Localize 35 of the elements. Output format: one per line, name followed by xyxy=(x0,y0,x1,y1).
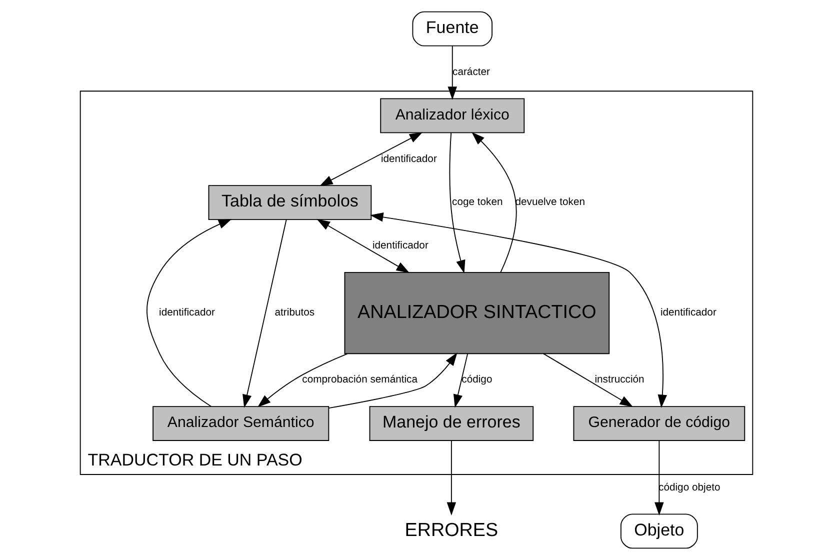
arrow xyxy=(471,132,516,273)
node-box: Analizador léxico xyxy=(380,98,524,134)
node-box: Fuente xyxy=(412,11,492,46)
edge-label: identificador xyxy=(380,154,436,165)
arrow xyxy=(242,219,286,408)
arrow xyxy=(328,352,457,409)
node-box: Analizador Semántico xyxy=(152,406,329,441)
arrow xyxy=(542,353,633,407)
node-box: Tabla de símbolos xyxy=(208,185,372,220)
arrow xyxy=(256,353,348,408)
edge-label: código xyxy=(461,374,492,386)
edge-label: identificador xyxy=(660,308,716,319)
edge-label: código objeto xyxy=(658,482,720,494)
arrow xyxy=(452,353,468,408)
node-box: Manejo de errores xyxy=(368,406,534,441)
arrow xyxy=(446,440,456,516)
edge-label: identificador xyxy=(372,240,428,252)
arrow xyxy=(448,132,465,274)
edge-label: identificador xyxy=(158,308,215,319)
edge-label: carácter xyxy=(452,66,490,78)
edge-label: coge token xyxy=(452,197,502,208)
arrow xyxy=(447,46,457,100)
node-text: ERRORES xyxy=(404,520,498,541)
arrow xyxy=(146,219,232,407)
edge-label: atributos xyxy=(274,308,314,319)
node-box: Objeto xyxy=(620,514,698,549)
node-box: ANALIZADOR SINTACTICO xyxy=(344,272,610,354)
edge-label: instrucción xyxy=(594,374,644,386)
arrow xyxy=(654,440,664,516)
edge-label: devuelve token xyxy=(514,197,585,208)
arrow xyxy=(319,132,422,186)
arrow xyxy=(370,212,666,408)
edge-label: comprobación semántica xyxy=(302,374,418,386)
arrow xyxy=(316,219,410,273)
node-box: Generador de código xyxy=(572,406,745,441)
